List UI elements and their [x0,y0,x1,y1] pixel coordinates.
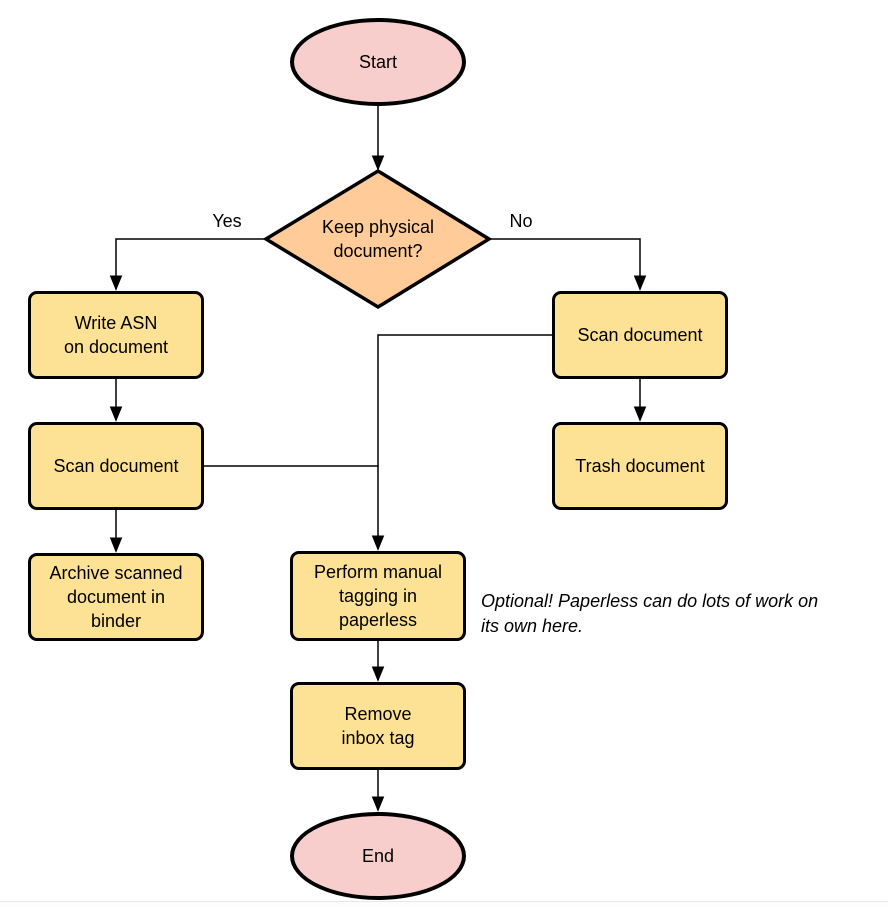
node-end-label: End [361,846,395,866]
node-trash-document: Trash document [552,422,728,510]
node-archive-binder: Archive scanned document in binder [28,553,204,641]
node-scan-document-left: Scan document [28,422,204,510]
node-manual-tagging-label: Perform manual tagging in paperless [313,562,443,630]
edge-scan-right-to-tagging [371,334,552,551]
edge-decision-no-to-scan-right [489,238,647,291]
node-scan-document-right-label: Scan document [577,325,703,345]
node-keep-decision: Keep physical document? [276,208,480,270]
node-scan-document-left-label: Scan document [53,456,179,476]
edge-label-yes: Yes [212,211,242,231]
node-start-label: Start [358,52,397,72]
note-optional: Optional! Paperless can do lots of work … [481,591,819,636]
page-below-strip [0,902,888,907]
node-remove-inbox-tag: Remove inbox tag [290,682,466,770]
edge-label-no: No [509,211,533,231]
decision-diamond-shape [262,168,493,310]
node-end: End [290,812,466,900]
page-bottom-border [0,901,888,902]
node-trash-document-label: Trash document [575,456,705,476]
node-start: Start [290,18,466,106]
node-scan-document-right: Scan document [552,291,728,379]
node-archive-binder-label: Archive scanned document in binder [49,563,183,631]
node-keep-decision-label: Keep physical document? [321,217,435,261]
edge-decision-yes-to-write-asn [109,238,266,291]
node-write-asn: Write ASN on document [28,291,204,379]
node-write-asn-label: Write ASN on document [63,313,169,357]
node-manual-tagging: Perform manual tagging in paperless [290,551,466,641]
node-remove-inbox-tag-label: Remove inbox tag [341,704,415,748]
